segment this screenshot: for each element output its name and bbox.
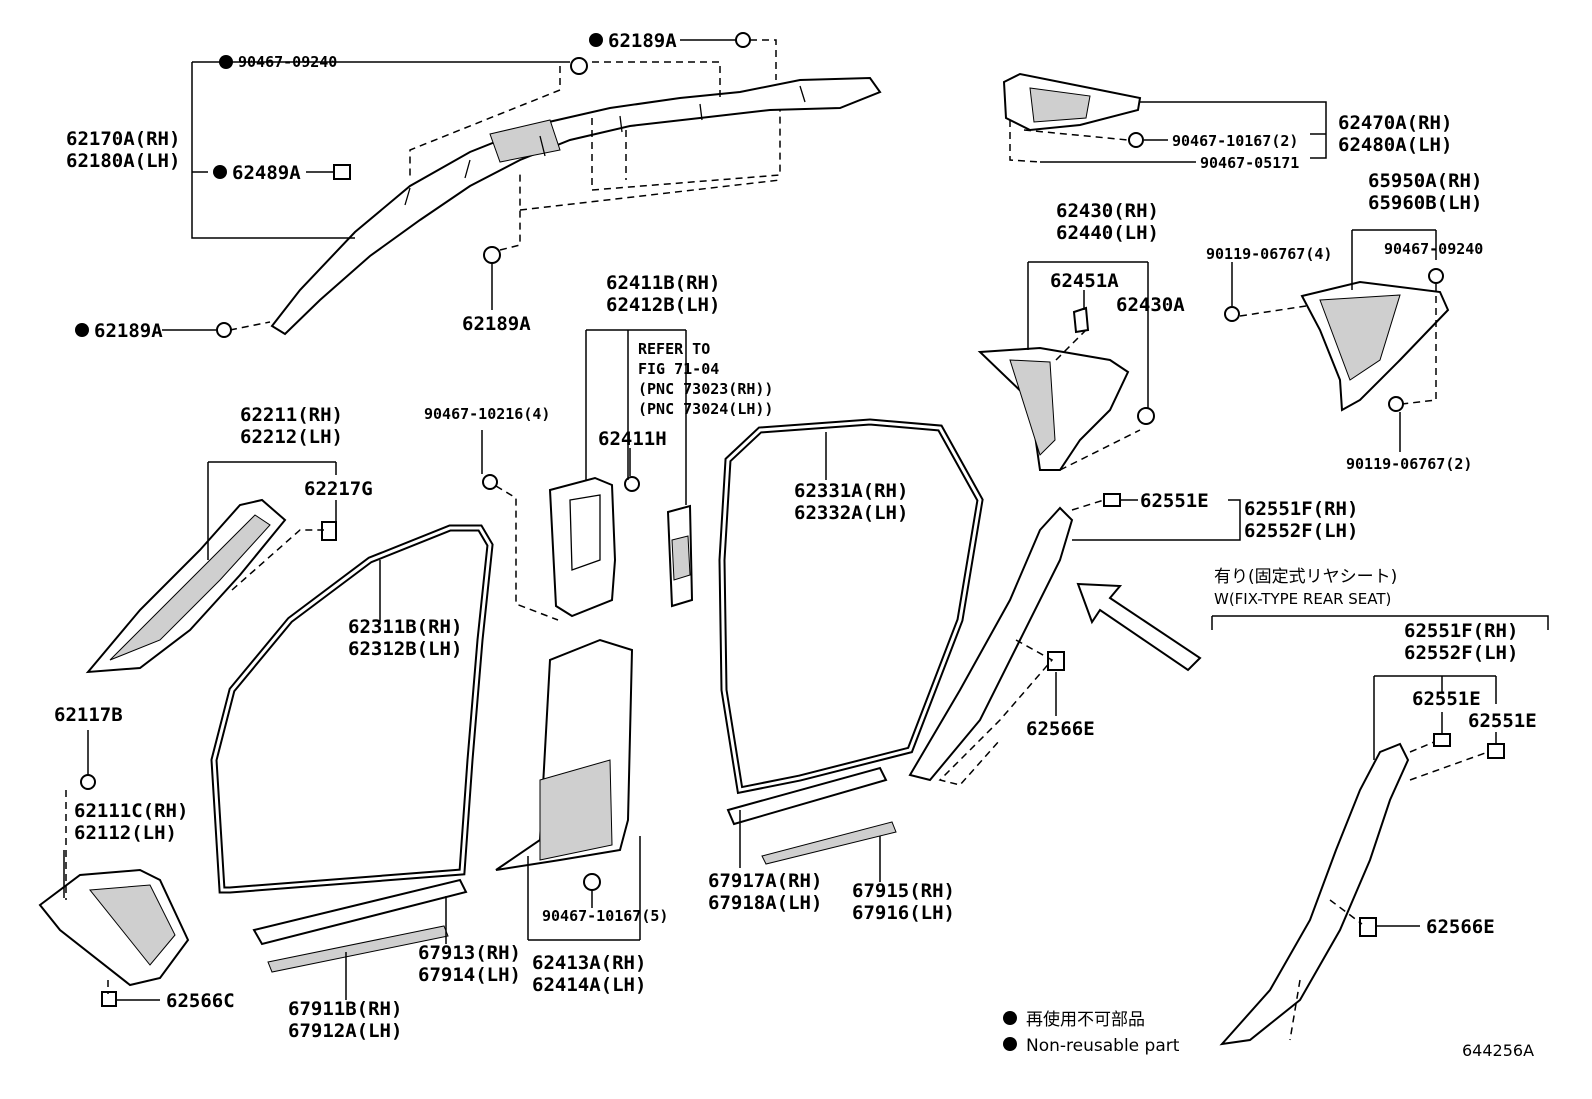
rear-pillar-garnish-drawing bbox=[977, 306, 1155, 471]
leader-lines bbox=[63, 39, 1549, 1001]
callout-62480a: 62480A(LH) bbox=[1338, 134, 1452, 156]
callout-62551e-bot2: 62551E bbox=[1468, 710, 1537, 732]
refer-line-4: (PNC 73024(LH)) bbox=[638, 400, 773, 418]
assembly-dashed-lines bbox=[65, 39, 1489, 1041]
callout-67915: 67915(RH) bbox=[852, 880, 955, 902]
callout-62312b: 62312B(LH) bbox=[348, 638, 462, 660]
callout-62411b: 62411B(RH) bbox=[606, 272, 720, 294]
callout-62170a: 62170A(RH) bbox=[66, 128, 180, 150]
callout-90467-10167-2: 90467-10167(2) bbox=[1172, 132, 1298, 150]
callout-62217g: 62217G bbox=[304, 478, 373, 500]
quarter-window-garnish-drawing bbox=[1002, 72, 1144, 148]
callout-62412b: 62412B(LH) bbox=[606, 294, 720, 316]
callout-62212: 62212(LH) bbox=[240, 426, 343, 448]
callout-62551e-top: 62551E bbox=[1140, 490, 1209, 512]
non-reusable-markers bbox=[75, 33, 603, 337]
callout-65950a: 65950A(RH) bbox=[1368, 170, 1482, 192]
callout-62551e-bot1: 62551E bbox=[1412, 688, 1481, 710]
callout-62430: 62430(RH) bbox=[1056, 200, 1159, 222]
callout-90467-05171: 90467-05171 bbox=[1200, 154, 1299, 172]
callout-67912a: 67912A(LH) bbox=[288, 1020, 402, 1042]
callout-62112: 62112(LH) bbox=[74, 822, 177, 844]
callout-67918a: 67918A(LH) bbox=[708, 892, 822, 914]
callout-90119-06767-4: 90119-06767(4) bbox=[1206, 245, 1332, 263]
front-scuff-plate-drawing bbox=[252, 878, 468, 973]
legend-dot-ja bbox=[1003, 1011, 1017, 1025]
roof-side-garnish-drawing bbox=[270, 76, 882, 336]
legend-dot-en bbox=[1003, 1037, 1017, 1051]
front-pillar-garnish-drawing bbox=[85, 498, 337, 674]
callout-67916: 67916(LH) bbox=[852, 902, 955, 924]
callout-62552f-bot: 62552F(LH) bbox=[1404, 642, 1518, 664]
option-note-ja: 有り(固定式リヤシート) bbox=[1214, 567, 1397, 587]
option-note-en: W(FIX-TYPE REAR SEAT) bbox=[1214, 590, 1391, 608]
callout-62566e-bot: 62566E bbox=[1426, 916, 1495, 938]
callout-67917a: 67917A(RH) bbox=[708, 870, 822, 892]
refer-line-3: (PNC 73023(RH)) bbox=[638, 380, 773, 398]
callout-90467-09240-top: 90467-09240 bbox=[238, 53, 337, 71]
callout-62189a-left: 62189A bbox=[94, 320, 163, 342]
callout-62414a: 62414A(LH) bbox=[532, 974, 646, 996]
callout-62332a: 62332A(LH) bbox=[794, 502, 908, 524]
callout-67914: 67914(LH) bbox=[418, 964, 521, 986]
callout-62331a: 62331A(RH) bbox=[794, 480, 908, 502]
callout-67913: 67913(RH) bbox=[418, 942, 521, 964]
callout-62440: 62440(LH) bbox=[1056, 222, 1159, 244]
callout-90467-10216: 90467-10216(4) bbox=[424, 405, 550, 423]
callout-62551f-bot: 62551F(RH) bbox=[1404, 620, 1518, 642]
deck-side-trim-drawing bbox=[1224, 268, 1450, 412]
cowl-side-trim-drawing bbox=[38, 774, 190, 1007]
refer-line-1: REFER TO bbox=[638, 340, 710, 358]
callout-62111c: 62111C(RH) bbox=[74, 800, 188, 822]
legend-text-ja: 再使用不可部品 bbox=[1026, 1009, 1145, 1030]
callout-90119-06767-2: 90119-06767(2) bbox=[1346, 455, 1472, 473]
callout-90467-09240-right: 90467-09240 bbox=[1384, 240, 1483, 258]
callout-62566e-mid: 62566E bbox=[1026, 718, 1095, 740]
refer-line-2: FIG 71-04 bbox=[638, 360, 719, 378]
part-callouts: 62170A(RH) 62180A(LH) 90467-09240 62189A… bbox=[54, 30, 1537, 1042]
callout-62470a: 62470A(RH) bbox=[1338, 112, 1452, 134]
quarter-trim-drawing bbox=[908, 493, 1121, 782]
center-pillar-garnish-drawing bbox=[482, 474, 694, 891]
callout-90467-10167-5: 90467-10167(5) bbox=[542, 907, 668, 925]
callout-62489a: 62489A bbox=[232, 162, 301, 184]
callout-62411h: 62411H bbox=[598, 428, 667, 450]
callout-67911b: 67911B(RH) bbox=[288, 998, 402, 1020]
figure-id: 644256A bbox=[1462, 1041, 1534, 1060]
callout-62189a-mid: 62189A bbox=[462, 313, 531, 335]
callout-62180a: 62180A(LH) bbox=[66, 150, 180, 172]
callout-65960b: 65960B(LH) bbox=[1368, 192, 1482, 214]
rear-scuff-plate-drawing bbox=[726, 766, 897, 865]
callout-62552f-top: 62552F(LH) bbox=[1244, 520, 1358, 542]
callout-62211: 62211(RH) bbox=[240, 404, 343, 426]
callout-62189a-top: 62189A bbox=[608, 30, 677, 52]
direction-arrow-drawing bbox=[1076, 582, 1202, 672]
legend-text-en: Non-reusable part bbox=[1026, 1036, 1180, 1056]
callout-62311b: 62311B(RH) bbox=[348, 616, 462, 638]
callout-62413a: 62413A(RH) bbox=[532, 952, 646, 974]
callout-62566c: 62566C bbox=[166, 990, 235, 1012]
callout-62551f-top: 62551F(RH) bbox=[1244, 498, 1358, 520]
callout-62117b: 62117B bbox=[54, 704, 123, 726]
callout-62430a: 62430A bbox=[1116, 294, 1185, 316]
rear-door-weatherstrip-drawing bbox=[718, 418, 984, 795]
callout-62451a: 62451A bbox=[1050, 270, 1119, 292]
lower-quarter-trim-drawing bbox=[1219, 733, 1505, 1046]
front-door-weatherstrip-drawing bbox=[210, 524, 494, 894]
legend: 再使用不可部品 Non-reusable part bbox=[1003, 1009, 1180, 1056]
